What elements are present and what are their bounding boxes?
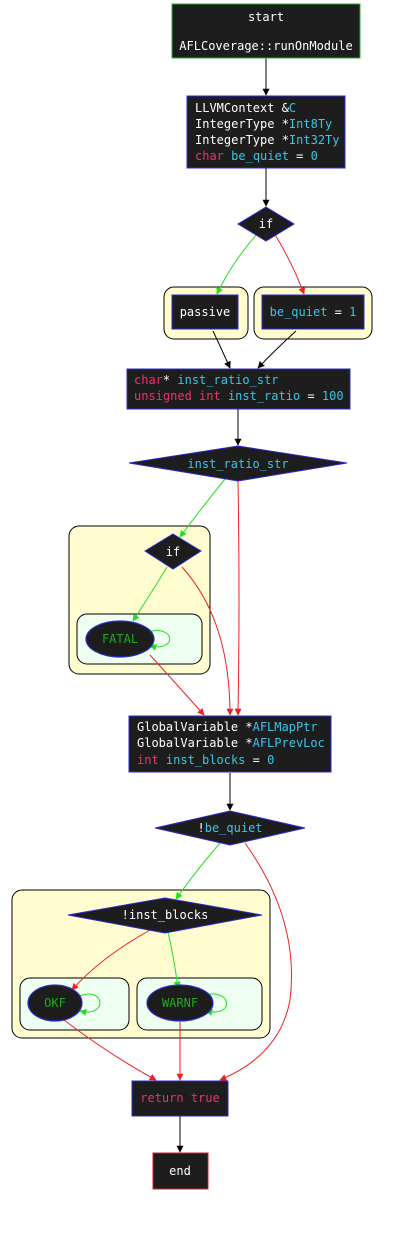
decl3-line3: int inst_blocks = 0: [137, 753, 274, 767]
decl1-line1: LLVMContext &C: [195, 101, 296, 115]
passive-label: passive: [180, 305, 231, 319]
be-quiet-set-label: be_quiet = 1: [270, 305, 357, 319]
node-if-1[interactable]: if: [237, 206, 295, 242]
edge-bequiet-decl2: [257, 330, 297, 369]
node-fatal[interactable]: FATAL: [85, 620, 155, 658]
edge-inst-ratio-if2: [179, 478, 226, 538]
node-not-inst-blocks[interactable]: !inst_blocks: [67, 897, 263, 934]
not-be-quiet-label: !be_quiet: [197, 821, 262, 835]
node-declarations-2[interactable]: char* inst_ratio_str unsigned int inst_r…: [126, 368, 351, 410]
edge-if1-bequiet: [273, 232, 306, 295]
if2-label: if: [166, 545, 180, 559]
edge-inst-blocks-okf: [71, 929, 151, 991]
edge-fatal-decl3: [149, 654, 205, 716]
edge-fatal-loop: [147, 630, 171, 651]
node-inst-ratio-str[interactable]: inst_ratio_str: [128, 445, 348, 482]
decl3-line1: GlobalVariable *AFLMapPtr: [137, 720, 318, 734]
node-start[interactable]: start AFLCoverage::runOnModule: [171, 3, 361, 59]
decl2-line1: char* inst_ratio_str: [134, 373, 279, 387]
node-return-true[interactable]: return true: [131, 1080, 229, 1117]
start-label: start: [248, 10, 284, 24]
edge-passive-decl2: [212, 330, 231, 369]
decl1-line4: char be_quiet = 0: [195, 149, 318, 163]
node-declarations-3[interactable]: GlobalVariable *AFLMapPtr GlobalVariable…: [128, 715, 332, 773]
warnf-label: WARNF: [162, 996, 198, 1010]
node-if-2[interactable]: if: [144, 533, 202, 570]
edges: [63, 58, 306, 1153]
node-be-quiet-set[interactable]: be_quiet = 1: [261, 294, 365, 330]
edge-if2-decl3: [181, 566, 234, 716]
okf-label: OKF: [44, 996, 66, 1010]
decl1-line2: IntegerType *Int8Ty: [195, 117, 332, 131]
if1-label: if: [259, 217, 273, 231]
decl2-line2: unsigned int inst_ratio = 100: [134, 389, 344, 403]
edge-if2-fatal: [132, 566, 168, 622]
edge-if1-passive: [216, 232, 259, 295]
edge-inst-ratio-decl3: [234, 480, 242, 716]
node-not-be-quiet[interactable]: !be_quiet: [154, 810, 306, 846]
edge-inst-blocks-warnf: [167, 931, 181, 989]
node-end[interactable]: end: [152, 1152, 209, 1190]
node-declarations-1[interactable]: LLVMContext &C IntegerType *Int8Ty Integ…: [186, 95, 346, 169]
edge-okf-loop: [79, 993, 101, 1016]
return-true-label: return true: [140, 1091, 219, 1105]
edge-warnf-loop: [201, 993, 227, 1016]
node-okf[interactable]: OKF: [27, 984, 83, 1022]
node-passive[interactable]: passive: [171, 294, 239, 330]
node-warnf[interactable]: WARNF: [146, 984, 214, 1022]
decl3-line2: GlobalVariable *AFLPrevLoc: [137, 736, 325, 750]
edge-not-be-quiet-inst-blocks: [175, 842, 221, 900]
edge-okf-return: [63, 1019, 157, 1081]
inst-ratio-str-label: inst_ratio_str: [187, 457, 288, 471]
start-function-name: AFLCoverage::runOnModule: [179, 39, 352, 53]
fatal-label: FATAL: [102, 632, 138, 646]
end-label: end: [169, 1164, 191, 1178]
not-inst-blocks-label: !inst_blocks: [122, 908, 209, 922]
decl1-line3: IntegerType *Int32Ty: [195, 133, 340, 147]
edge-not-be-quiet-return: [219, 842, 293, 1081]
